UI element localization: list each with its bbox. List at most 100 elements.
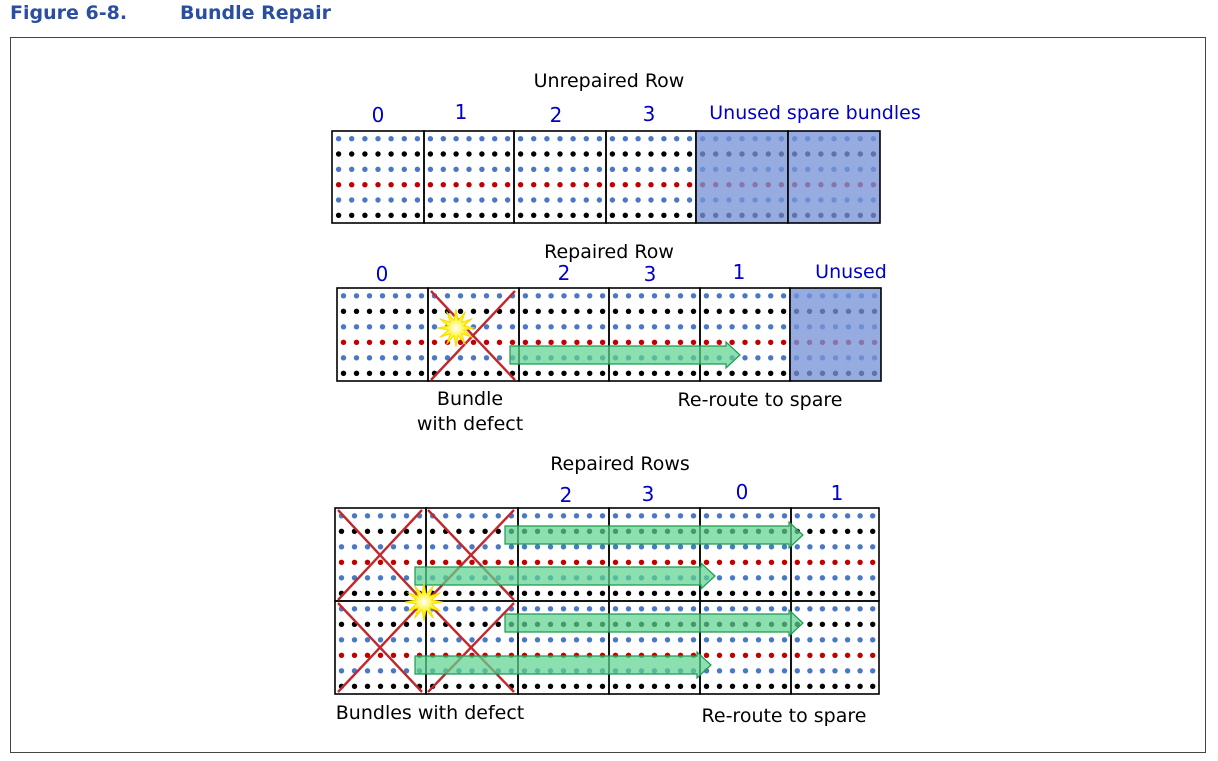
- signal-dot: [427, 197, 434, 203]
- signal-dot: [521, 559, 528, 565]
- signal-dot: [716, 513, 723, 519]
- signal-dot: [349, 166, 355, 172]
- signal-dot: [405, 339, 412, 345]
- spare-bundle-overlay: [788, 131, 880, 223]
- signal-dot: [677, 339, 684, 345]
- signal-dot: [557, 166, 563, 172]
- signal-dot: [364, 668, 371, 674]
- signal-dot: [377, 559, 384, 565]
- signal-dot: [832, 575, 838, 581]
- signal-dot: [416, 559, 423, 565]
- signal-dot: [573, 590, 580, 596]
- signal-dot: [742, 355, 748, 361]
- signal-dot: [453, 136, 459, 142]
- signal-dot: [768, 293, 774, 299]
- signal-dot: [401, 182, 407, 188]
- signal-dot: [651, 590, 658, 596]
- signal-dot: [469, 513, 475, 519]
- signal-dot: [366, 324, 373, 330]
- signal-dot: [366, 370, 373, 376]
- defect-cross-line: [430, 290, 516, 381]
- signal-dot: [625, 308, 632, 314]
- signal-dot: [427, 151, 434, 157]
- signal-dot: [677, 590, 684, 596]
- signal-dot: [729, 339, 735, 345]
- signal-dot: [351, 513, 358, 519]
- signal-dot: [522, 370, 529, 376]
- signal-dot: [807, 637, 813, 643]
- signal-dot: [495, 590, 501, 596]
- signal-dot: [469, 621, 475, 627]
- signal-dot: [388, 151, 394, 157]
- signal-dot: [638, 339, 645, 345]
- signal-dot: [521, 606, 528, 612]
- signal-dot: [807, 606, 813, 612]
- signal-dot: [768, 308, 774, 314]
- signal-dot: [466, 182, 472, 188]
- signal-dot: [443, 606, 449, 612]
- signal-dot: [364, 606, 371, 612]
- repaired-bundle-label-2: 2: [558, 261, 571, 285]
- signal-dot: [638, 559, 645, 565]
- signal-dot: [819, 575, 826, 581]
- defect-caption-multi: Bundles with defect: [336, 702, 524, 724]
- signal-dot: [716, 559, 723, 565]
- signal-dot: [832, 544, 838, 550]
- signal-dot: [548, 293, 554, 299]
- signal-dot: [586, 637, 593, 643]
- signal-dot: [504, 136, 511, 142]
- signal-dot: [470, 293, 477, 299]
- signal-dot: [390, 683, 397, 689]
- signal-dot: [661, 212, 667, 218]
- signal-dot: [729, 308, 735, 314]
- signal-dot: [596, 212, 603, 218]
- defect-star-icon: [436, 308, 476, 348]
- signal-dot: [612, 637, 619, 643]
- signal-dot: [703, 590, 710, 596]
- signal-dot: [377, 590, 384, 596]
- signal-dot: [495, 559, 501, 565]
- signal-dot: [768, 590, 775, 596]
- signal-dot: [392, 355, 399, 361]
- signal-dot: [674, 136, 680, 142]
- signal-dot: [482, 544, 488, 550]
- signal-dot: [781, 590, 788, 596]
- signal-dot: [755, 668, 762, 674]
- signal-dot: [457, 370, 464, 376]
- signal-dot: [375, 136, 381, 142]
- signal-dot: [414, 182, 421, 188]
- signal-dot: [535, 370, 541, 376]
- signal-dot: [612, 590, 619, 596]
- signal-dot: [338, 652, 345, 658]
- signal-dot: [403, 590, 410, 596]
- signal-dot: [496, 355, 503, 361]
- signal-dot: [482, 559, 488, 565]
- signal-dot: [362, 212, 368, 218]
- signal-dot: [716, 683, 723, 689]
- signal-dot: [742, 544, 749, 550]
- signal-dot: [729, 637, 736, 643]
- signal-dot: [832, 590, 838, 596]
- signal-dot: [625, 683, 632, 689]
- signal-dot: [768, 544, 775, 550]
- signal-dot: [690, 339, 697, 345]
- signal-dot: [755, 339, 761, 345]
- signal-dot: [674, 197, 680, 203]
- signal-dot: [664, 324, 671, 330]
- signal-dot: [466, 212, 472, 218]
- signal-dot: [648, 166, 654, 172]
- signal-dot: [857, 528, 863, 534]
- signal-dot: [403, 513, 410, 519]
- signal-dot: [596, 182, 603, 188]
- signal-dot: [416, 528, 423, 534]
- reroute-caption-multi: Re-route to spare: [702, 705, 867, 727]
- signal-dot: [674, 182, 680, 188]
- signal-dot: [431, 339, 438, 345]
- signal-dot: [557, 197, 563, 203]
- bundle-box: [513, 130, 607, 224]
- signal-dot: [405, 293, 412, 299]
- signal-dot: [335, 136, 342, 142]
- signal-dot: [794, 513, 800, 519]
- signal-dot: [392, 339, 399, 345]
- signal-dot: [781, 513, 788, 519]
